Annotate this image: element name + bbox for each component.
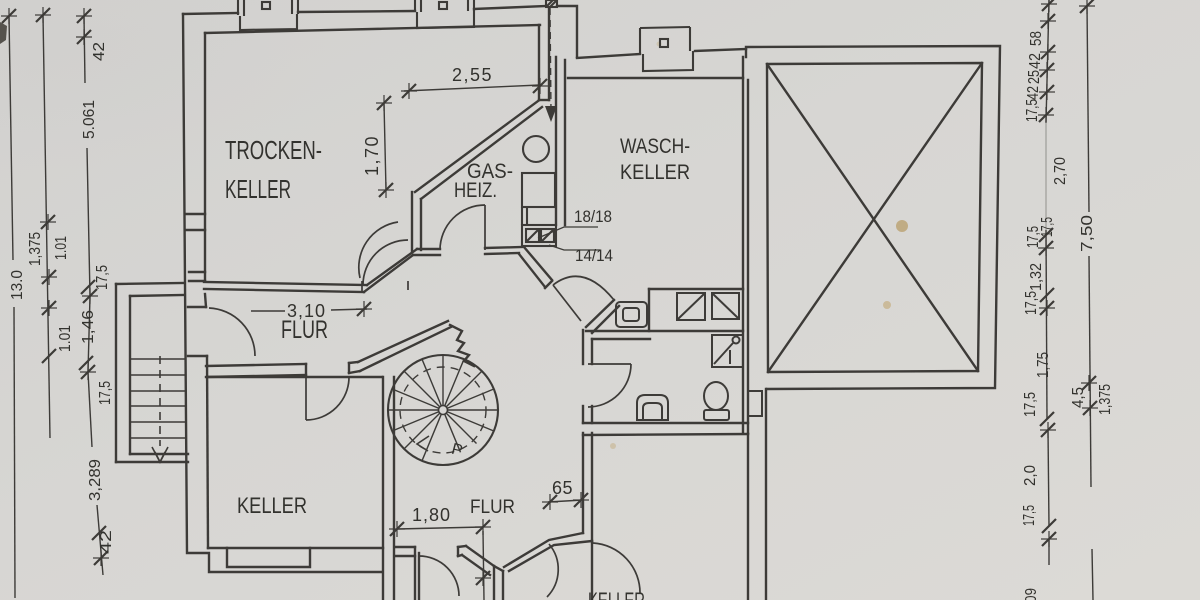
svg-text:25: 25 (1026, 70, 1043, 84)
svg-text:18/18: 18/18 (574, 208, 612, 226)
svg-text:TROCKEN-: TROCKEN- (225, 135, 322, 165)
svg-text:P: P (450, 441, 465, 460)
svg-text:14/14: 14/14 (575, 247, 613, 265)
svg-text:1,75: 1,75 (1035, 352, 1052, 378)
svg-text:2,70: 2,70 (1052, 157, 1069, 185)
svg-text:1,32: 1,32 (1028, 263, 1045, 291)
svg-text:42: 42 (1025, 86, 1042, 100)
svg-text:FLUR: FLUR (470, 497, 515, 518)
svg-text:KELLER: KELLER (225, 174, 291, 204)
svg-text:1,46: 1,46 (80, 310, 97, 344)
svg-text:17,5: 17,5 (1023, 291, 1040, 315)
svg-text:1.01: 1.01 (53, 236, 70, 260)
svg-text:65: 65 (552, 478, 573, 498)
svg-text:3,10: 3,10 (287, 301, 326, 321)
svg-text:4,5: 4,5 (1070, 387, 1087, 408)
svg-text:42: 42 (98, 530, 115, 554)
svg-text:1,80: 1,80 (412, 505, 451, 525)
svg-text:17,5: 17,5 (1022, 392, 1039, 417)
svg-text:1,70: 1,70 (362, 135, 382, 176)
svg-text:KELLER: KELLER (237, 493, 307, 518)
svg-text:7,50: 7,50 (1079, 215, 1096, 252)
svg-text:HEIZ.: HEIZ. (454, 179, 497, 202)
svg-text:17,5: 17,5 (1024, 99, 1041, 122)
svg-text:1.01: 1.01 (57, 325, 74, 352)
svg-text:17,5: 17,5 (1039, 217, 1056, 237)
svg-text:1,375: 1,375 (1097, 384, 1114, 415)
svg-text:17,5: 17,5 (1025, 226, 1042, 248)
svg-text:KELLER: KELLER (588, 588, 645, 600)
svg-text:13.0: 13.0 (9, 270, 26, 300)
svg-text:1,375: 1,375 (27, 232, 44, 266)
svg-text:KELLER: KELLER (620, 161, 690, 184)
svg-text:3,289: 3,289 (87, 459, 104, 501)
svg-text:17,5: 17,5 (97, 381, 114, 405)
svg-text:58: 58 (1028, 31, 1045, 46)
svg-text:WASCH-: WASCH- (620, 135, 690, 158)
svg-text:2,0: 2,0 (1022, 465, 1039, 486)
svg-text:42: 42 (91, 42, 108, 61)
svg-text:17,5: 17,5 (1021, 505, 1038, 526)
svg-text:2,55: 2,55 (452, 65, 493, 85)
svg-text:FLUR: FLUR (281, 316, 328, 344)
svg-text:17,5: 17,5 (94, 265, 111, 290)
svg-text:42: 42 (1027, 53, 1044, 69)
svg-text:GAS-: GAS- (467, 160, 513, 183)
svg-text:5.061: 5.061 (81, 100, 98, 139)
svg-text:1,09: 1,09 (1023, 588, 1040, 600)
